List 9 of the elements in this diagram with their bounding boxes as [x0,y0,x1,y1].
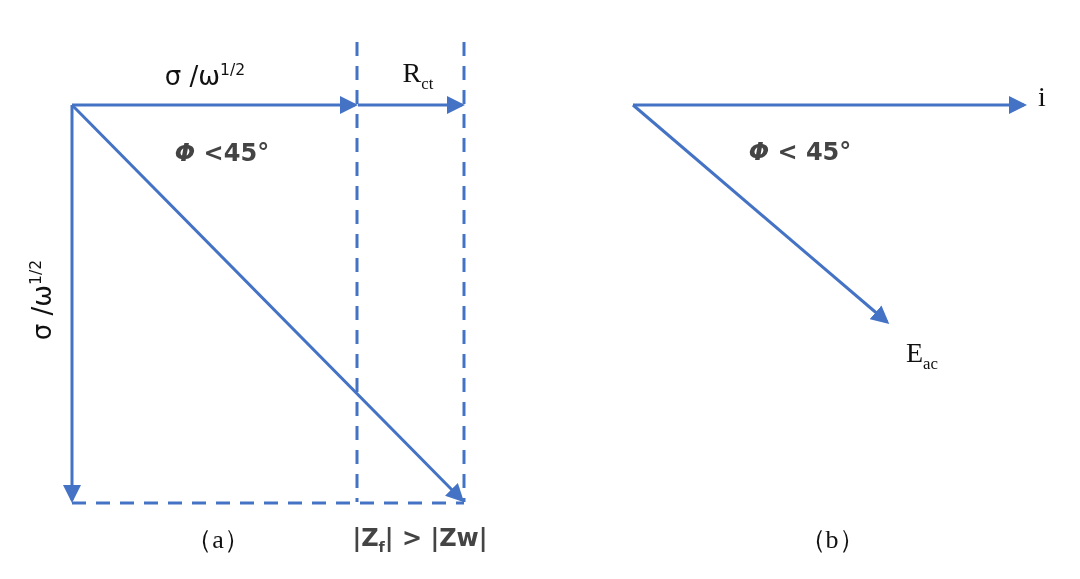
angle-label: Φ <45° [174,141,270,165]
vector-label: E$_{ac}$ [906,339,938,373]
panel-label: （a） [186,527,250,553]
vector-label: i [1038,83,1046,111]
vector-label: σ /ω$^{1/2}$ [164,63,246,89]
panel-label: （b） [799,527,865,553]
angle-label: Φ < 45° [748,140,852,164]
inequality-label: |Z$_{f}$| > |Zw| [352,525,488,555]
vector-label: R$_{ct}$ [402,59,434,93]
